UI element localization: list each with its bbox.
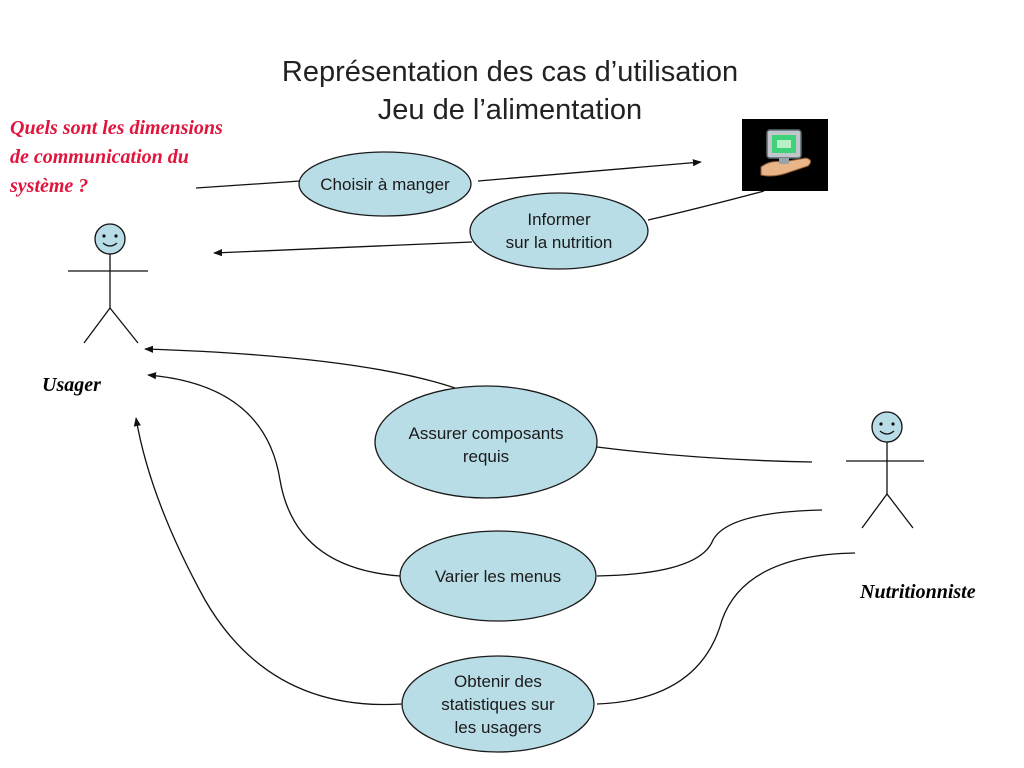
question-line-2: de communication du xyxy=(10,146,189,168)
use-case-label: Choisir à manger xyxy=(320,175,450,194)
use-case-assurer-composants: Assurer composants requis xyxy=(374,385,598,499)
nutritionist-actor-figure xyxy=(846,411,924,529)
edge-obtenir-user xyxy=(133,417,403,706)
use-case-label: les usagers xyxy=(455,718,542,737)
question-text: Quels sont les dimensions de communicati… xyxy=(10,114,300,201)
use-case-label: statistiques sur xyxy=(441,695,555,714)
use-case-label: Assurer composants xyxy=(409,424,564,443)
computer-system-icon xyxy=(742,119,828,191)
edge-choisir-system xyxy=(477,159,702,182)
user-actor-figure xyxy=(68,223,148,344)
use-case-label: sur la nutrition xyxy=(506,233,613,252)
use-case-varier-menus: Varier les menus xyxy=(399,530,597,622)
user-actor-label: Usager xyxy=(42,374,101,396)
use-case-label: Informer xyxy=(527,210,591,229)
question-line-3: système ? xyxy=(10,175,89,197)
edge-varier-user xyxy=(147,372,401,577)
nutritionist-head xyxy=(871,411,903,443)
edge-obtenir-nutritionist xyxy=(596,552,856,705)
nutritionist-actor-label: Nutritionniste xyxy=(860,581,976,603)
user-head xyxy=(94,223,126,255)
edge-informer-user xyxy=(213,241,473,257)
edge-user-choisir xyxy=(195,180,301,189)
use-case-obtenir-statistiques: Obtenir des statistiques sur les usagers xyxy=(401,655,595,753)
use-case-label: Varier les menus xyxy=(435,567,561,586)
use-case-label: Obtenir des xyxy=(454,672,542,691)
edge-system-informer xyxy=(647,190,765,221)
use-case-label: requis xyxy=(463,447,509,466)
edge-assurer-user xyxy=(144,345,456,389)
question-line-1: Quels sont les dimensions xyxy=(10,117,223,139)
diagram-title-line-2: Jeu de l’alimentation xyxy=(377,94,643,126)
edge-assurer-nutritionist xyxy=(596,446,813,463)
use-case-informer-nutrition: Informer sur la nutrition xyxy=(469,192,649,270)
use-case-choisir-a-manger: Choisir à manger xyxy=(298,151,472,217)
edge-varier-nutritionist xyxy=(596,509,823,577)
diagram-title-line-1: Représentation des cas d’utilisation xyxy=(281,56,739,88)
